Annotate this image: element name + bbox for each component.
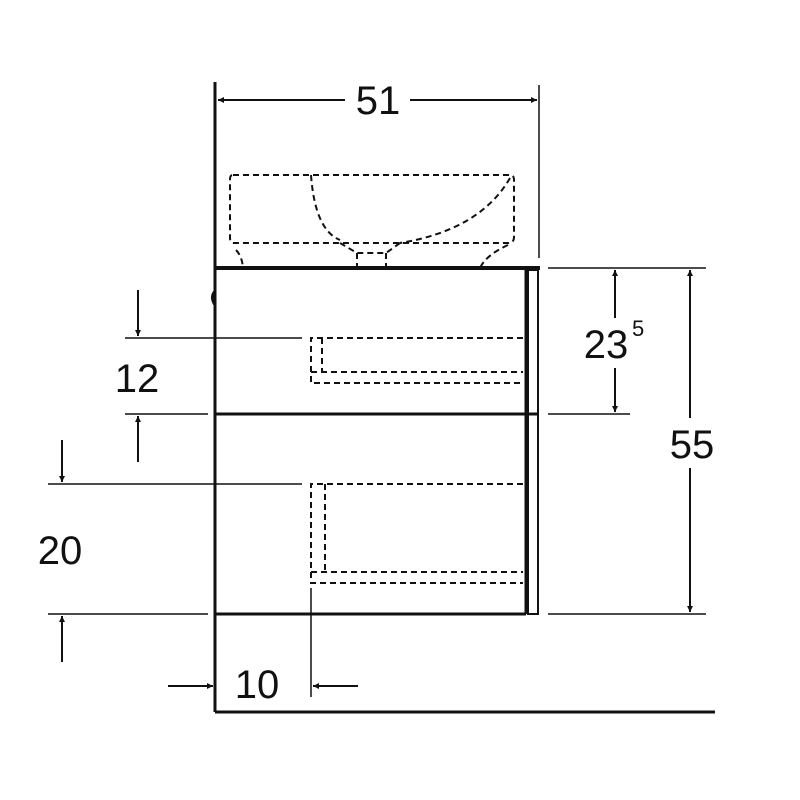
upper-offset-label: 12: [115, 357, 160, 401]
upper-drawer-outline: [310, 337, 523, 384]
extension-lines: [48, 85, 706, 697]
lower-offset-label: 20: [38, 529, 83, 573]
washbasin-outline: [229, 174, 515, 269]
depth-offset-label: 10: [235, 663, 280, 707]
cabinet: [211, 266, 540, 616]
width-label: 51: [356, 79, 401, 123]
lower-drawer-outline: [310, 483, 523, 584]
total-height-label: 55: [670, 423, 715, 467]
drawer-height-superscript: 5: [632, 316, 644, 341]
drawer-height-label: 23: [584, 323, 629, 367]
